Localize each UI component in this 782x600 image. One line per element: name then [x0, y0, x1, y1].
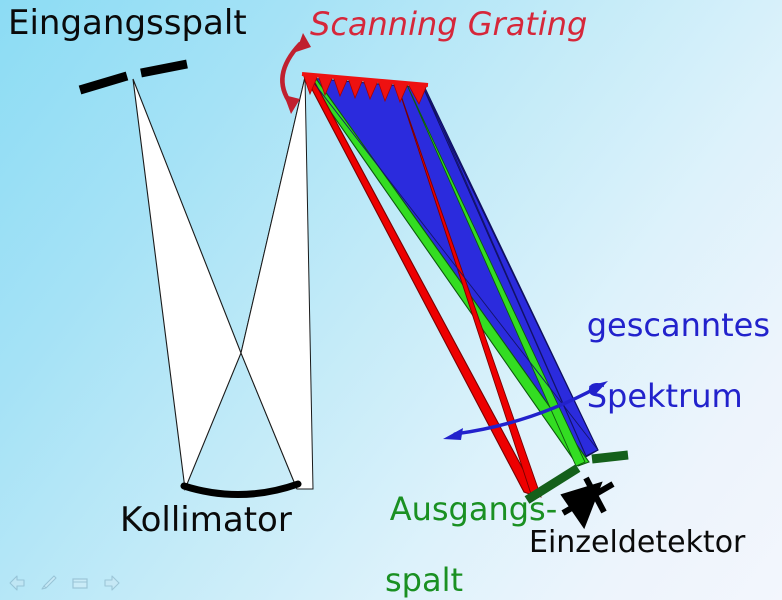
beam-green-converging-ray	[406, 84, 586, 467]
grating-baseline	[301, 72, 429, 87]
detector-lead-wire	[561, 481, 615, 516]
label-exit-slit: Ausgangs- spalt	[349, 456, 557, 600]
label-collimator: Kollimator	[120, 500, 292, 540]
ray-line-blue-a	[309, 77, 599, 451]
label-exit-slit-line2: spalt	[385, 561, 464, 600]
label-entrance-slit: Eingangsspalt	[8, 3, 247, 43]
label-scanned-spectrum-line1: gescanntes	[586, 305, 771, 344]
rotation-arrow-head-bottom	[284, 95, 300, 114]
scanning-grating[interactable]	[301, 72, 429, 105]
spectrum-sweep-arrow	[443, 381, 608, 440]
beam-white-grating-fan	[240, 76, 314, 490]
beam-white-entrance-to-collimator	[132, 78, 242, 492]
label-exit-slit-line1: Ausgangs-	[389, 489, 558, 528]
exit-slit-bar-upper	[591, 450, 629, 464]
single-detector-symbol	[560, 476, 615, 530]
forward-arrow-icon[interactable]	[101, 574, 121, 592]
spectrum-arrow-head-right	[589, 381, 608, 396]
collimator-mirror	[180, 480, 302, 499]
exit-slit-bar-lower	[524, 464, 581, 504]
rotation-arrow-head-top	[296, 33, 311, 52]
grating-rotation-arrow	[280, 33, 311, 114]
spectrum-arrow-head-left	[443, 428, 463, 440]
back-arrow-icon[interactable]	[8, 574, 28, 592]
navigation-toolbar	[0, 570, 168, 596]
entrance-slit-bar-right	[140, 59, 188, 78]
rectangle-icon[interactable]	[70, 574, 90, 592]
label-scanned-spectrum-line2: Spektrum	[586, 377, 743, 416]
entrance-slit-bar-left	[78, 71, 129, 95]
label-scanning-grating: Scanning Grating	[310, 5, 588, 43]
ray-line-blue-b	[424, 87, 587, 457]
label-single-detector: Einzeldetektor	[529, 525, 746, 560]
label-scanned-spectrum: gescanntes Spektrum	[546, 272, 770, 451]
pen-icon[interactable]	[39, 574, 59, 592]
beam-blue-converging-ray	[422, 86, 599, 457]
